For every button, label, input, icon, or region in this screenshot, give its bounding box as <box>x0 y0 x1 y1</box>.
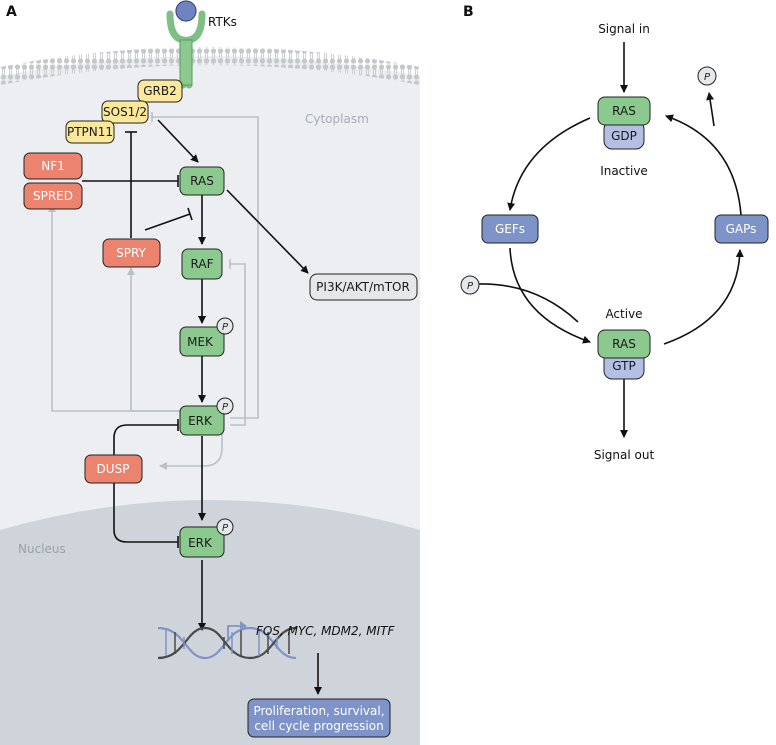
erk-nuclear-node: ERK P <box>179 518 234 558</box>
erk-node: ERK P <box>179 397 234 436</box>
svg-text:GAPs: GAPs <box>726 222 757 236</box>
svg-text:RAF: RAF <box>191 257 214 271</box>
ras-bottom-label: RAS <box>612 337 636 351</box>
inactive-label: Inactive <box>600 164 648 178</box>
svg-text:ERK: ERK <box>188 536 213 550</box>
svg-text:P: P <box>222 322 229 333</box>
phospho-icon <box>216 317 234 335</box>
svg-text:Proliferation, survival,: Proliferation, survival, <box>253 704 384 718</box>
phosphate-in-arc <box>475 283 579 323</box>
phospho-icon <box>460 275 480 295</box>
svg-text:MEK: MEK <box>187 335 214 349</box>
gtp-to-gaps-arc <box>663 249 744 345</box>
ras-gtp-complex: GTP RAS <box>597 329 651 380</box>
svg-text:cell cycle progression: cell cycle progression <box>254 719 383 733</box>
signaling-arrows <box>82 119 322 695</box>
svg-text:P: P <box>704 72 711 83</box>
svg-text:RAS: RAS <box>190 174 214 188</box>
ras-to-pi3k-arrow <box>226 189 309 274</box>
svg-text:ERK: ERK <box>188 414 213 428</box>
svg-text:NF1: NF1 <box>41 159 65 173</box>
phosphate-in: P <box>460 275 480 295</box>
dusp-inhibits-nuclear-erk <box>113 480 178 543</box>
nucleus-region <box>0 500 420 745</box>
svg-text:GEFs: GEFs <box>495 222 525 236</box>
erk-to-sos-feedback <box>152 116 259 419</box>
gtp-label: GTP <box>612 359 635 373</box>
ligand <box>175 0 197 22</box>
panel-a-letter: A <box>6 4 17 20</box>
panel-a: A Cytoplasm Nucleus RTKs <box>0 0 420 745</box>
phospho-icon <box>216 518 234 536</box>
signal-in-label: Signal in <box>598 22 650 36</box>
pi3k-node: PI3K/AKT/mTOR <box>309 273 418 301</box>
target-genes: FOS, MYC, MDM2, MITF <box>256 624 396 638</box>
transcription-start-arrow <box>227 625 242 640</box>
spry-node: SPRY <box>102 238 161 268</box>
sos-node: SOS1/2 <box>101 100 149 124</box>
gdp-label: GDP <box>611 129 637 143</box>
phosphate-out: P <box>697 66 717 86</box>
dusp-node: DUSP <box>84 454 143 484</box>
svg-text:GRB2: GRB2 <box>143 84 177 98</box>
ras-top-label: RAS <box>612 104 636 118</box>
gefs-node: GEFs <box>481 214 539 244</box>
gaps-node: GAPs <box>714 214 769 244</box>
phospho-icon <box>216 397 234 415</box>
svg-text:P: P <box>222 523 229 534</box>
svg-text:P: P <box>467 281 474 292</box>
svg-text:DUSP: DUSP <box>97 462 130 476</box>
svg-text:SOS1/2: SOS1/2 <box>103 105 147 119</box>
panel-b: B Signal in P P GDP RAS Inact <box>460 4 769 462</box>
ras-gdp-complex: GDP RAS <box>597 96 651 150</box>
nf1-node: NF1 <box>23 152 83 180</box>
gaps-to-gdp-arc <box>665 114 742 216</box>
ptpn11-node: PTPN11 <box>65 120 115 144</box>
svg-text:PTPN11: PTPN11 <box>67 125 113 139</box>
outcome-node: Proliferation, survival, cell cycle prog… <box>247 698 391 738</box>
svg-text:PI3K/AKT/mTOR: PI3K/AKT/mTOR <box>316 280 410 294</box>
panel-b-letter: B <box>463 4 474 20</box>
cycle-arrows <box>475 42 744 438</box>
svg-text:SPRED: SPRED <box>33 189 73 203</box>
raf-node: RAF <box>181 248 223 280</box>
rtk-receptor <box>166 0 206 89</box>
ras-node: RAS <box>179 166 225 196</box>
svg-text:SPRY: SPRY <box>116 246 146 260</box>
signal-out-label: Signal out <box>594 448 655 462</box>
sos-to-ras-arrow <box>157 119 199 163</box>
nucleus-label: Nucleus <box>18 542 66 556</box>
cytoplasm-label: Cytoplasm <box>305 112 369 126</box>
phospho-icon <box>697 66 717 86</box>
active-label: Active <box>605 307 642 321</box>
grb2-node: GRB2 <box>137 79 183 103</box>
dna-helix <box>157 621 297 660</box>
spry-inhibits-ras <box>144 213 191 231</box>
spred-node: SPRED <box>23 182 83 210</box>
erk-to-raf-feedback <box>230 263 246 426</box>
rtk-label: RTKs <box>208 15 237 29</box>
plasma-membrane <box>0 47 420 85</box>
svg-text:P: P <box>222 402 229 413</box>
negative-feedback-lines <box>48 112 259 470</box>
mek-node: MEK P <box>179 317 234 357</box>
erk-to-dusp-feedback <box>159 433 223 470</box>
dusp-inhibits-erk <box>113 424 178 458</box>
phosphate-out-arc <box>706 92 715 127</box>
gdp-to-gefs-arc <box>507 117 591 211</box>
gefs-to-gtp-arc <box>509 247 591 344</box>
erk-to-spry-feedback <box>127 267 180 412</box>
